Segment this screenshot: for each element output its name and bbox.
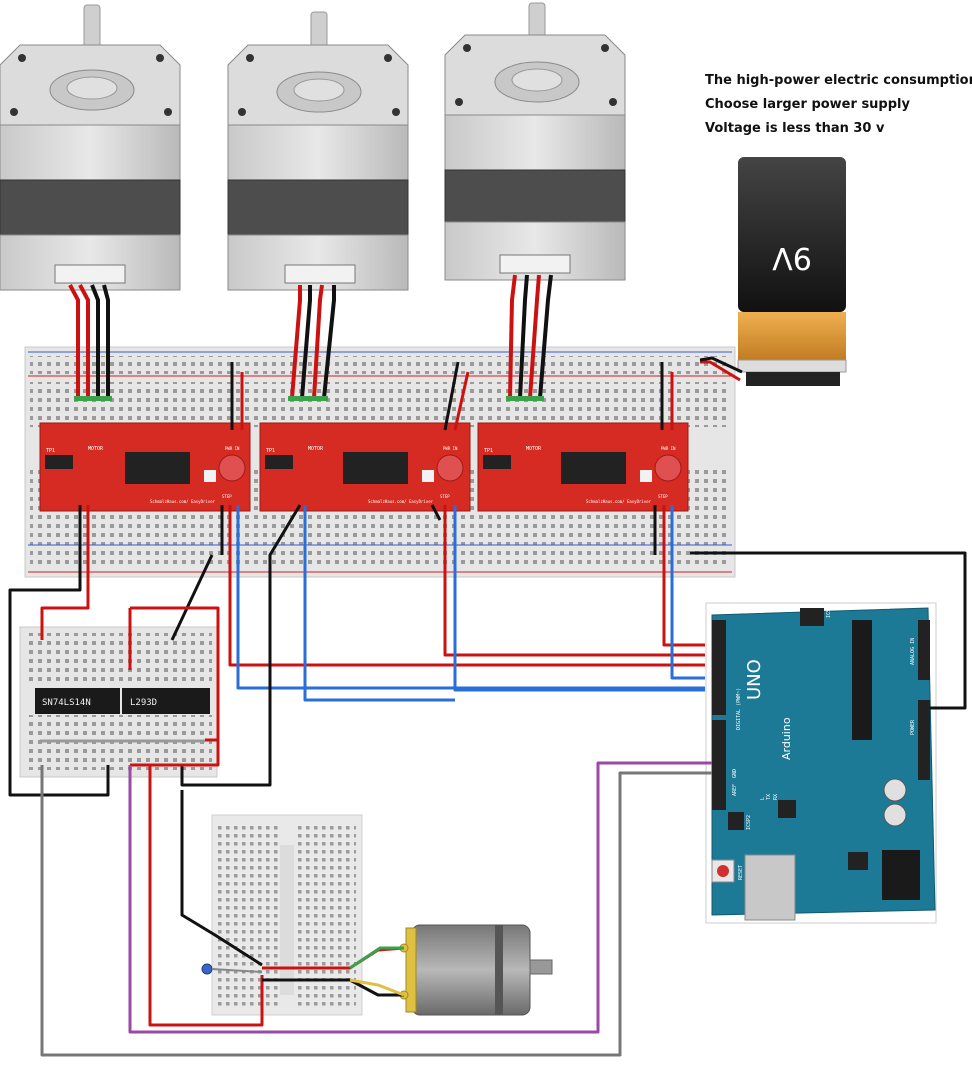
- svg-text:MOTOR: MOTOR: [526, 446, 542, 452]
- motor-coil-wires: [68, 274, 553, 399]
- battery-label: 9V: [772, 240, 812, 275]
- arduino-icsp-label: ICSP: [826, 606, 832, 618]
- svg-text:TP1: TP1: [46, 448, 55, 454]
- svg-text:STEP: STEP: [440, 494, 450, 499]
- svg-text:SchmalzHaus.com/ EasyDriver: SchmalzHaus.com/ EasyDriver: [150, 499, 216, 504]
- arduino-l-label: L: [760, 797, 766, 800]
- svg-text:SchmalzHaus.com/ EasyDriver: SchmalzHaus.com/ EasyDriver: [368, 499, 434, 504]
- svg-text:STEP: STEP: [658, 494, 668, 499]
- arduino-rx-label: RX: [773, 794, 779, 800]
- arduino-brand-label: Arduino: [780, 717, 793, 760]
- power-note-line-1: The high-power electric consumption: [705, 73, 972, 88]
- arduino-tx-label: TX: [766, 794, 772, 800]
- svg-text:TP1: TP1: [266, 448, 275, 454]
- svg-text:STEP: STEP: [222, 494, 232, 499]
- battery-9v: 9V: [737, 157, 847, 386]
- svg-text:PWR IN: PWR IN: [443, 446, 458, 451]
- wire-endpoints: [74, 396, 544, 401]
- svg-text:TP1: TP1: [484, 448, 493, 454]
- stepper-motor-1: [0, 4, 181, 291]
- arduino-reset-label: RESET: [738, 865, 744, 880]
- arduino-model-label: UNO: [744, 659, 765, 700]
- arduino-analog-label: ANALOG IN: [910, 638, 916, 665]
- chip-l293d-label: L293D: [130, 698, 157, 708]
- arduino-gnd-label: GND: [732, 769, 738, 778]
- arduino-uno: UNO Arduino RESET ICSP ICSP2 DIGITAL (PW…: [705, 602, 937, 924]
- signal-wires: [8, 356, 967, 1057]
- svg-text:MOTOR: MOTOR: [308, 446, 324, 452]
- arduino-power-label: POWER: [910, 719, 916, 735]
- svg-text:PWR IN: PWR IN: [225, 446, 240, 451]
- stepper-driver-3: MOTOR TP1 PWR IN STEP SchmalzHaus.com/ E…: [477, 422, 689, 512]
- stepper-motor-2: [227, 11, 409, 291]
- capacitor: [201, 963, 213, 975]
- stepper-motor-3: [444, 2, 626, 281]
- power-note-line-3: Voltage is less than 30 v: [705, 121, 885, 136]
- stepper-driver-1: MOTOR TP1 PWR IN STEP SchmalzHaus.com/ E…: [39, 422, 251, 512]
- svg-text:SchmalzHaus.com/ EasyDriver: SchmalzHaus.com/ EasyDriver: [586, 499, 652, 504]
- svg-text:PWR IN: PWR IN: [661, 446, 676, 451]
- motor-breadboard: [211, 814, 363, 1016]
- arduino-aref-label: AREF: [732, 784, 738, 796]
- chip-sn74ls14n-label: SN74LS14N: [42, 698, 91, 708]
- power-note-line-2: Choose larger power supply: [705, 97, 910, 112]
- stepper-driver-2: MOTOR TP1 PWR IN STEP SchmalzHaus.com/ E…: [259, 422, 471, 512]
- arduino-digital-label: DIGITAL (PWM~): [736, 688, 742, 730]
- svg-text:MOTOR: MOTOR: [88, 446, 104, 452]
- arduino-icsp2-label: ICSP2: [746, 815, 752, 830]
- dc-motor: [399, 924, 553, 1016]
- chip-breadboard: SN74LS14N L293D: [19, 626, 218, 778]
